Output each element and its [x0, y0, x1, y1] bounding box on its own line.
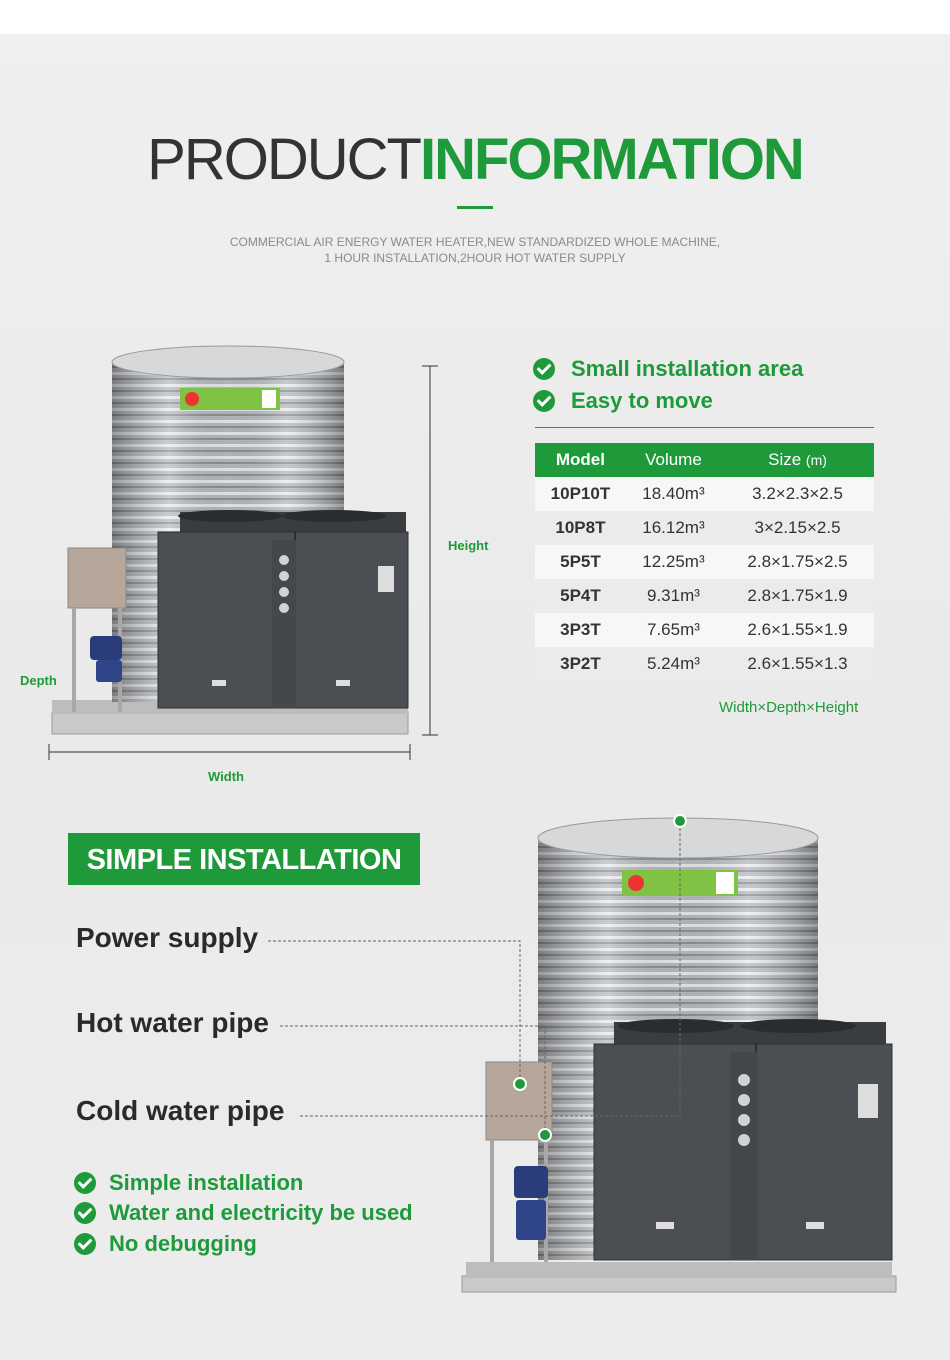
- table-row: 10P10T 18.40m³ 3.2×2.3×2.5: [535, 477, 874, 511]
- title-underline: [457, 206, 493, 209]
- cell-size: 3×2.15×2.5: [721, 511, 874, 545]
- subtitle: COMMERCIAL AIR ENERGY WATER HEATER,NEW S…: [0, 234, 950, 266]
- subtitle-line-1: COMMERCIAL AIR ENERGY WATER HEATER,NEW S…: [229, 235, 721, 249]
- height-label: Height: [448, 538, 489, 553]
- cold-water-pipe-label: Cold water pipe: [76, 1095, 285, 1126]
- cell-size: 3.2×2.3×2.5: [721, 477, 874, 511]
- check-circle-icon: [533, 358, 555, 380]
- subtitle-line-2: 1 HOUR INSTALLATION,2HOUR HOT WATER SUPP…: [324, 251, 626, 265]
- feature-label: Simple installation: [109, 1170, 304, 1195]
- cell-model: 3P2T: [535, 647, 626, 681]
- cell-model: 5P4T: [535, 579, 626, 613]
- feature-item: No debugging: [74, 1231, 257, 1257]
- connector-lines: [268, 821, 681, 1135]
- cell-size: 2.6×1.55×1.3: [721, 647, 874, 681]
- installation-banner: SIMPLE INSTALLATION: [68, 833, 420, 885]
- cell-volume: 7.65m³: [625, 613, 722, 647]
- width-label: Width: [208, 769, 244, 784]
- product-photo-1: [51, 345, 409, 735]
- cell-volume: 16.12m³: [625, 511, 722, 545]
- table-row: 3P2T 5.24m³ 2.6×1.55×1.3: [535, 647, 874, 681]
- table-row: 5P5T 12.25m³ 2.8×1.75×2.5: [535, 545, 874, 579]
- feature-label: Water and electricity be used: [109, 1200, 413, 1225]
- hot-water-pipe-label: Hot water pipe: [76, 1007, 269, 1038]
- cell-volume: 5.24m³: [625, 647, 722, 681]
- spec-table: Model Volume Size (m) 10P10T 18.40m³ 3.2…: [535, 443, 874, 681]
- check-circle-icon: [533, 390, 555, 412]
- feature-item: Simple installation: [74, 1170, 303, 1196]
- header-size-unit: (m): [805, 452, 827, 468]
- cell-volume: 12.25m³: [625, 545, 722, 579]
- feature-label: Small installation area: [571, 356, 804, 381]
- top-white-band: [0, 0, 950, 34]
- check-circle-icon: [74, 1172, 96, 1194]
- check-circle-icon: [74, 1202, 96, 1224]
- table-row: 5P4T 9.31m³ 2.8×1.75×1.9: [535, 579, 874, 613]
- depth-label: Depth: [20, 673, 57, 688]
- size-caption: Width×Depth×Height: [719, 699, 859, 716]
- feature-label: Easy to move: [571, 388, 713, 413]
- cell-model: 10P10T: [535, 477, 626, 511]
- cell-model: 10P8T: [535, 511, 626, 545]
- table-row: 10P8T 16.12m³ 3×2.15×2.5: [535, 511, 874, 545]
- feature-label: No debugging: [109, 1231, 257, 1256]
- power-connection-point: [513, 1077, 527, 1091]
- page-title: PRODUCTINFORMATION: [0, 128, 950, 192]
- cell-volume: 18.40m³: [625, 477, 722, 511]
- table-row: 3P3T 7.65m³ 2.6×1.55×1.9: [535, 613, 874, 647]
- cell-model: 3P3T: [535, 613, 626, 647]
- cold-water-connection-point: [538, 1128, 552, 1142]
- power-supply-label: Power supply: [76, 922, 259, 953]
- title-light: PRODUCT: [147, 127, 422, 192]
- header-model: Model: [535, 443, 626, 477]
- header-volume: Volume: [625, 443, 722, 477]
- cell-size: 2.8×1.75×2.5: [721, 545, 874, 579]
- feature-item: Small installation area: [533, 356, 803, 382]
- table-header-row: Model Volume Size (m): [535, 443, 874, 477]
- check-circle-icon: [74, 1233, 96, 1255]
- cell-size: 2.6×1.55×1.9: [721, 613, 874, 647]
- header-size-label: Size: [768, 450, 802, 469]
- hot-water-connection-point: [673, 814, 687, 828]
- dimension-lines: [48, 365, 438, 760]
- product-photo-2: [461, 817, 897, 1293]
- title-bold: INFORMATION: [419, 127, 805, 192]
- feature-item: Easy to move: [533, 388, 713, 414]
- feature-divider: [535, 427, 874, 428]
- cell-model: 5P5T: [535, 545, 626, 579]
- cell-volume: 9.31m³: [625, 579, 722, 613]
- feature-item: Water and electricity be used: [74, 1200, 413, 1226]
- header-size: Size (m): [721, 443, 874, 477]
- cell-size: 2.8×1.75×1.9: [721, 579, 874, 613]
